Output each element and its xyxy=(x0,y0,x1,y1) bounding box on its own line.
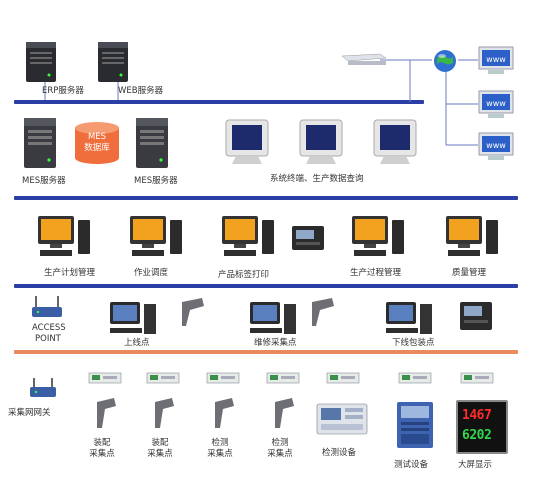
server-lan-bus xyxy=(14,196,518,200)
collector-terminal-icon-7[interactable] xyxy=(460,370,494,386)
svg-text:www: www xyxy=(486,141,506,150)
office-pc-label-2: 作业调度 xyxy=(134,268,169,278)
svg-text:www: www xyxy=(486,99,506,108)
offline-label: 下线包装点 xyxy=(392,338,435,348)
collector-terminal-icon-1[interactable] xyxy=(88,370,122,386)
field-item-2-line2: 采集点 xyxy=(147,449,173,459)
office-pc-label-1: 生产计划管理 xyxy=(44,268,96,278)
field-item-1-line1: 装配 xyxy=(93,438,111,448)
repair-scanner-icon[interactable] xyxy=(308,296,338,330)
barcode-scanner-icon-2[interactable] xyxy=(152,396,176,432)
gateway-label: 采集网网关 xyxy=(8,408,51,418)
top-network-bus xyxy=(14,100,424,104)
terminal-crt-icon-3[interactable] xyxy=(370,118,420,166)
www-client-icon-1[interactable]: www xyxy=(478,46,514,76)
big-display-panel[interactable]: 1467 6202 xyxy=(456,400,508,454)
www-client-icon-3[interactable]: www xyxy=(478,132,514,162)
database-icon[interactable] xyxy=(72,120,122,166)
repair-pc-icon[interactable] xyxy=(248,300,300,336)
terminals-label: 系统终端、生产数据查询 xyxy=(270,174,364,184)
database-label-line1: MES xyxy=(87,132,107,142)
access-point-label-line1: ACCESS xyxy=(32,323,66,333)
field-item-2-line1: 装配 xyxy=(151,438,169,448)
collector-terminal-icon-3[interactable] xyxy=(206,370,240,386)
test-device-icon[interactable] xyxy=(316,402,368,436)
mes-server-label-1: MES服务器 xyxy=(22,176,66,186)
collector-terminal-icon-4[interactable] xyxy=(266,370,300,386)
field-item-1-line2: 采集点 xyxy=(89,449,115,459)
access-point-label-line2: POINT xyxy=(35,334,61,344)
online-label: 上线点 xyxy=(124,338,150,348)
collector-terminal-icon-6[interactable] xyxy=(398,370,432,386)
offline-printer-icon[interactable] xyxy=(458,298,496,332)
field-item-4-line1: 检测 xyxy=(271,438,289,448)
mes-server-icon-2[interactable] xyxy=(134,116,174,172)
access-point-icon[interactable] xyxy=(30,294,64,320)
test-equipment-label: 测试设备 xyxy=(394,460,429,470)
desktop-pc-icon-3[interactable] xyxy=(220,214,276,258)
online-scanner-icon[interactable] xyxy=(178,296,208,330)
office-pc-label-4: 生产过程管理 xyxy=(350,268,402,278)
test-device-label: 检测设备 xyxy=(322,448,357,458)
desktop-pc-icon-4[interactable] xyxy=(350,214,406,258)
offline-pc-icon[interactable] xyxy=(384,300,436,336)
mes-server-icon-1[interactable] xyxy=(22,116,62,172)
barcode-scanner-icon-1[interactable] xyxy=(94,396,118,432)
internet-globe-icon xyxy=(434,50,456,72)
terminal-crt-icon-1[interactable] xyxy=(222,118,272,166)
www-client-icon-2[interactable]: www xyxy=(478,90,514,120)
field-item-3-line1: 检测 xyxy=(211,438,229,448)
repair-label: 维修采集点 xyxy=(254,338,297,348)
field-bus xyxy=(14,350,518,354)
field-item-4-line2: 采集点 xyxy=(267,449,293,459)
office-lan-bus xyxy=(14,284,518,288)
barcode-scanner-icon-4[interactable] xyxy=(272,396,296,432)
mes-server-label-2: MES服务器 xyxy=(134,176,178,186)
desktop-pc-icon-1[interactable] xyxy=(36,214,92,258)
gateway-icon[interactable] xyxy=(28,376,58,400)
big-display-value-1: 1467 xyxy=(462,408,492,423)
collector-terminal-icon-5[interactable] xyxy=(326,370,360,386)
web-server-icon[interactable] xyxy=(96,40,132,84)
desktop-pc-icon-2[interactable] xyxy=(128,214,184,258)
desktop-pc-icon-5[interactable] xyxy=(444,214,500,258)
web-server-label: WEB服务器 xyxy=(118,86,164,96)
online-pc-icon[interactable] xyxy=(108,300,160,336)
label-printer-icon[interactable] xyxy=(290,222,328,252)
erp-server-label: ERP服务器 xyxy=(42,86,84,96)
big-display-label: 大屏显示 xyxy=(458,460,493,470)
svg-text:www: www xyxy=(486,55,506,64)
test-equipment-cabinet-icon[interactable] xyxy=(394,398,436,452)
erp-server-icon[interactable] xyxy=(24,40,60,84)
network-switch-icon[interactable] xyxy=(340,52,388,66)
database-label-line2: 数据库 xyxy=(84,143,110,153)
big-display-value-2: 6202 xyxy=(462,428,492,443)
office-pc-label-5: 质量管理 xyxy=(452,268,487,278)
barcode-scanner-icon-3[interactable] xyxy=(212,396,236,432)
office-pc-label-3: 产品标签打印 xyxy=(218,270,270,280)
collector-terminal-icon-2[interactable] xyxy=(146,370,180,386)
terminal-crt-icon-2[interactable] xyxy=(296,118,346,166)
field-item-3-line2: 采集点 xyxy=(207,449,233,459)
